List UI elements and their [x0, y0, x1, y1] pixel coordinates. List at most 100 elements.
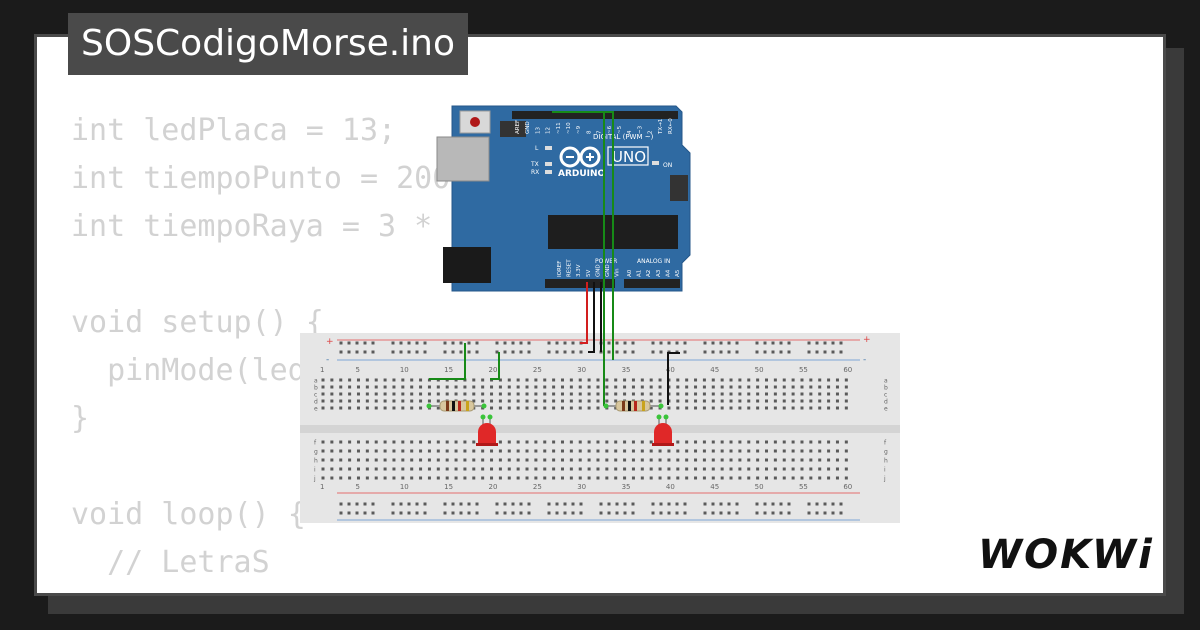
rail-plus-label-right: + — [863, 335, 871, 345]
led-rx-label: RX — [531, 169, 539, 176]
pin-label: ~10 — [566, 122, 572, 134]
row-letter: e — [314, 406, 318, 413]
power-jack — [443, 247, 491, 283]
row-letter: c — [884, 392, 887, 399]
wires — [429, 111, 680, 406]
row-letter: d — [314, 399, 318, 406]
red-wire-5v — [580, 282, 588, 344]
column-number: 40 — [666, 366, 675, 374]
rail-plus-label: + — [326, 337, 334, 347]
pin-label: Vin — [615, 268, 621, 277]
rail-minus-label-right: - — [863, 355, 866, 365]
wokwi-logo-text: WOKWi — [978, 532, 1154, 578]
pin-label: ~9 — [576, 125, 582, 134]
code-line: int tiempoPunto = 200; — [71, 161, 469, 196]
pin-label: 7 — [597, 130, 603, 134]
rail-minus-label: - — [326, 355, 329, 365]
power-header — [545, 279, 615, 288]
led-l-label: L — [535, 145, 539, 152]
code-line: int ledPlaca = 13; — [71, 113, 397, 148]
pin-label: ~3 — [637, 125, 643, 134]
pin-label: 3.3V — [576, 264, 582, 277]
arduino-infinity-logo — [559, 146, 601, 168]
pin-label: 13 — [535, 127, 541, 134]
row-letter: d — [884, 399, 888, 406]
power-label: POWER — [595, 258, 617, 265]
pin-label: A3 — [656, 269, 662, 277]
red-led-1 — [476, 414, 498, 446]
row-letter: f — [884, 440, 887, 447]
usb-connector — [436, 136, 490, 182]
green-wire-pin12 — [604, 111, 614, 360]
row-letter: j — [883, 476, 886, 483]
column-number: 20 — [489, 366, 498, 374]
icsp-header-2 — [670, 175, 688, 201]
column-number: 45 — [710, 483, 719, 491]
row-letter: b — [884, 385, 888, 392]
breadboard-labels: 1155101015152020252530303535404045455050… — [313, 366, 888, 491]
digital-header-label: DIGITAL (PWM ~) — [593, 133, 654, 141]
column-number: 35 — [622, 366, 631, 374]
column-number: 50 — [755, 366, 764, 374]
red-led-2 — [652, 414, 674, 446]
pin-label: ~11 — [556, 122, 562, 134]
code-line: } — [71, 401, 90, 436]
black-wire-led2 — [667, 352, 680, 405]
row-letter: h — [884, 458, 888, 465]
breadboard: + - + - 11551010151520202525303035354040… — [300, 333, 900, 523]
row-letter: a — [884, 378, 888, 385]
column-number: 40 — [666, 483, 675, 491]
column-number: 30 — [577, 483, 586, 491]
resistor-1 — [426, 400, 487, 412]
black-wire-gnd — [588, 282, 595, 353]
row-letter: g — [314, 449, 318, 456]
resistor-2 — [603, 400, 664, 412]
column-number: 60 — [843, 483, 852, 491]
pin-label: 8 — [586, 130, 592, 134]
icsp-header — [500, 121, 526, 137]
column-number: 30 — [577, 366, 586, 374]
row-letter: e — [884, 406, 888, 413]
pin-label: AREF — [515, 120, 521, 134]
code-line: void setup() { — [71, 305, 324, 340]
pin-label: GND — [525, 121, 531, 134]
pin-label: 2 — [648, 131, 654, 135]
row-letter: a — [314, 378, 318, 385]
column-number: 10 — [400, 483, 409, 491]
pin-label: TX→1 — [658, 119, 664, 135]
row-letter: f — [314, 440, 317, 447]
column-number: 5 — [355, 366, 359, 374]
on-led-label: ON — [663, 162, 672, 169]
code-line: void loop() { — [71, 497, 306, 532]
row-letter: i — [314, 467, 316, 474]
pin-label: 4 — [627, 130, 633, 134]
pin-label: A0 — [627, 269, 633, 277]
code-line: // LetraS — [71, 545, 270, 580]
pin-label: RX←0 — [668, 118, 674, 134]
pin-label: A4 — [665, 269, 671, 277]
pin-label: 12 — [546, 127, 552, 134]
pin-label: ~6 — [607, 125, 613, 134]
green-wire-left-1 — [429, 343, 466, 380]
column-number: 15 — [444, 366, 453, 374]
file-title: SOSCodigoMorse.ino — [68, 13, 469, 75]
row-letter: g — [884, 449, 888, 456]
row-letter: j — [313, 476, 316, 483]
pin-label: GND — [595, 264, 601, 277]
column-number: 45 — [710, 366, 719, 374]
column-number: 50 — [755, 483, 764, 491]
column-number: 1 — [320, 483, 324, 491]
pin-label: A2 — [646, 270, 652, 277]
analog-label: ANALOG IN — [637, 258, 670, 265]
column-number: 15 — [444, 483, 453, 491]
column-number: 60 — [843, 366, 852, 374]
pin-label: IOREF — [557, 261, 563, 277]
pin-label: 5V — [586, 270, 592, 277]
column-number: 55 — [799, 366, 808, 374]
row-letter: b — [314, 385, 318, 392]
column-number: 55 — [799, 483, 808, 491]
